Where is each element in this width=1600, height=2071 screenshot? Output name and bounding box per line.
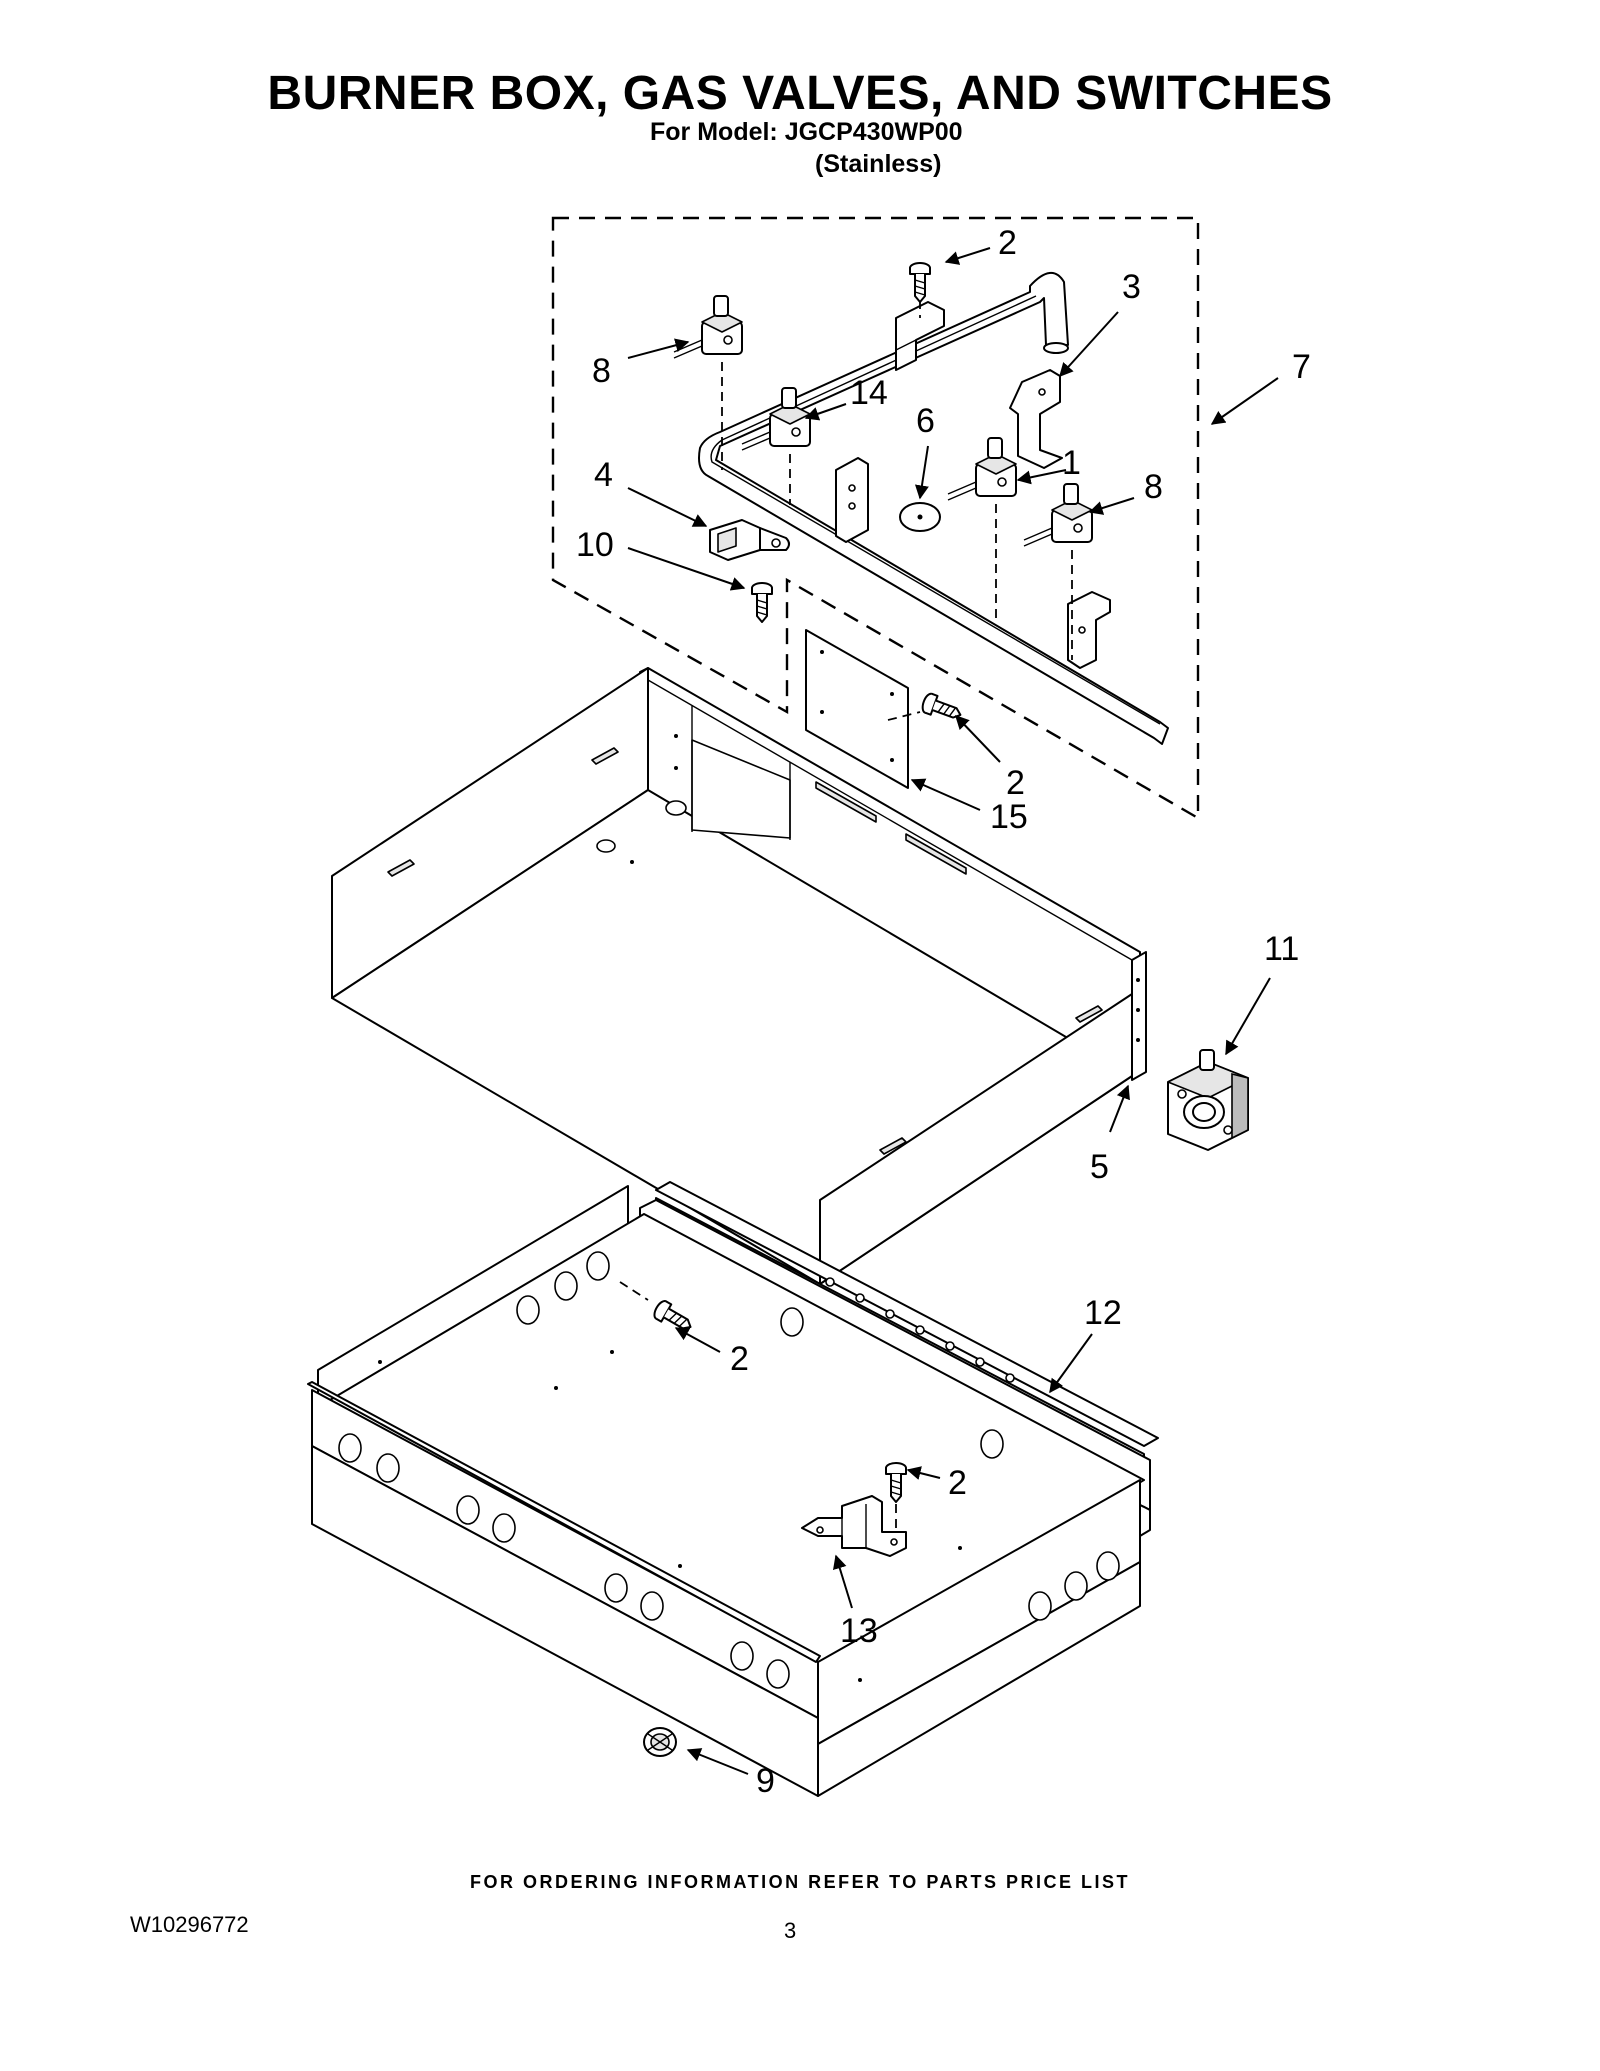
screw-lower-right bbox=[885, 1462, 907, 1503]
screw-top bbox=[909, 262, 931, 303]
gas-valve-right bbox=[1023, 483, 1093, 547]
assembly-alignment-lines bbox=[721, 300, 1073, 660]
callout-11: 11 bbox=[1264, 930, 1299, 968]
callout-2-lower-left: 2 bbox=[730, 1340, 749, 1378]
callout-13: 13 bbox=[840, 1612, 878, 1650]
part-15-cover-plate bbox=[805, 629, 921, 789]
callout-8-left: 8 bbox=[592, 352, 611, 390]
screw-item-10 bbox=[751, 582, 773, 623]
callout-10: 10 bbox=[576, 526, 614, 564]
screw-lower-left bbox=[653, 1299, 692, 1330]
callout-14: 14 bbox=[850, 374, 888, 412]
callout-12: 12 bbox=[1084, 1294, 1122, 1332]
part-13-bracket bbox=[801, 1495, 907, 1557]
model-finish: (Stainless) bbox=[815, 150, 942, 178]
leader-arrows bbox=[627, 247, 1279, 1775]
callout-3: 3 bbox=[1122, 268, 1141, 306]
part-5-burner-box bbox=[331, 667, 1147, 1285]
callout-6: 6 bbox=[916, 402, 935, 440]
part-11-regulator bbox=[1167, 1049, 1249, 1151]
valve-bracket-left bbox=[835, 457, 869, 543]
part-6-washer bbox=[899, 502, 941, 532]
callout-15: 15 bbox=[990, 798, 1028, 836]
callout-9: 9 bbox=[756, 1762, 775, 1800]
page-title: BURNER BOX, GAS VALVES, AND SWITCHES bbox=[267, 67, 1333, 120]
screw-middle bbox=[921, 692, 962, 719]
callout-2-top: 2 bbox=[998, 224, 1017, 262]
manifold-top-bracket bbox=[895, 301, 945, 371]
part-12-lower-box bbox=[307, 1181, 1159, 1797]
document-number: W10296772 bbox=[130, 1912, 249, 1937]
gas-valve-center-left bbox=[741, 387, 811, 451]
callout-2-middle: 2 bbox=[1006, 764, 1025, 802]
part-3-bracket bbox=[1009, 369, 1063, 469]
valve-bracket-right bbox=[1067, 591, 1111, 669]
gas-valve-center-right bbox=[947, 437, 1017, 501]
part-4-clip bbox=[709, 519, 790, 561]
gas-valve-top-left bbox=[673, 295, 743, 359]
callout-8-right: 8 bbox=[1144, 468, 1163, 506]
callout-2-lower-right: 2 bbox=[948, 1464, 967, 1502]
callout-5: 5 bbox=[1090, 1148, 1109, 1186]
screw-lower-left-alignment bbox=[619, 1281, 649, 1301]
callout-7: 7 bbox=[1292, 348, 1311, 386]
callout-labels: 2 3 7 8 14 6 1 8 4 10 2 15 11 5 12 2 2 1… bbox=[576, 224, 1311, 1800]
callout-1: 1 bbox=[1062, 444, 1081, 482]
part-9-grommet bbox=[643, 1727, 677, 1757]
callout-4: 4 bbox=[594, 456, 613, 494]
valve-assembly-boundary bbox=[551, 216, 1200, 821]
page-number: 3 bbox=[784, 1918, 797, 1943]
ordering-note: FOR ORDERING INFORMATION REFER TO PARTS … bbox=[469, 1872, 1130, 1892]
model-number: For Model: JGCP430WP00 bbox=[650, 118, 963, 146]
